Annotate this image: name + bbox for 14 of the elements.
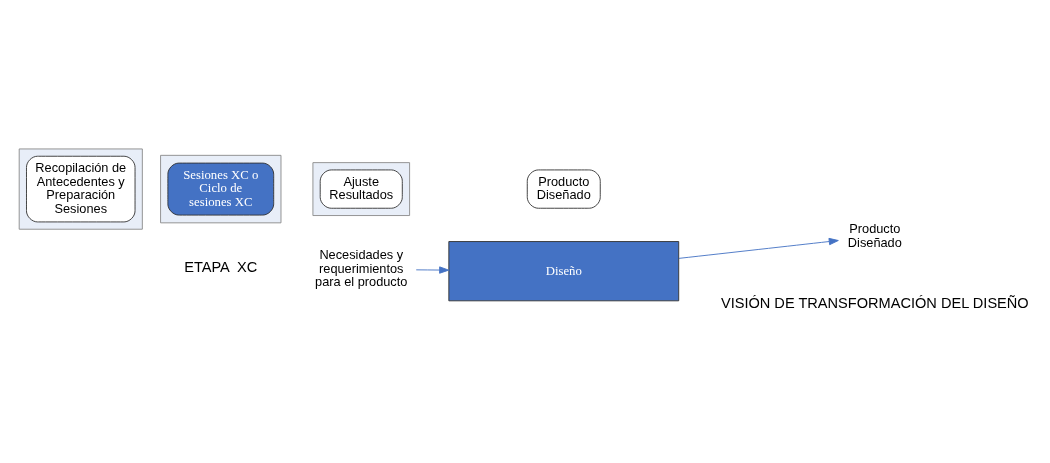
- label: ETAPA XC: [184, 258, 258, 275]
- node-text: Necesidades y requerimientos para el producto: [315, 247, 408, 290]
- cluster: [160, 154, 282, 224]
- node-text: Producto Diseñado: [847, 221, 902, 250]
- node-box: Sesiones XC o Ciclo de sesiones XC: [167, 162, 275, 216]
- node-box: Recopilación de Antecedentes y Preparación Sesiones: [26, 155, 136, 223]
- arrow: [415, 266, 450, 274]
- arrow: [678, 237, 839, 259]
- cluster: [312, 162, 411, 216]
- node-box: Ajuste Resultados: [319, 169, 403, 209]
- node-box: Producto Diseñado: [526, 169, 601, 209]
- node-box: Diseño: [448, 241, 680, 302]
- label: VISIÓN DE TRANSFORMACIÓN DEL DISEÑO: [720, 295, 1029, 312]
- cluster: [18, 148, 143, 230]
